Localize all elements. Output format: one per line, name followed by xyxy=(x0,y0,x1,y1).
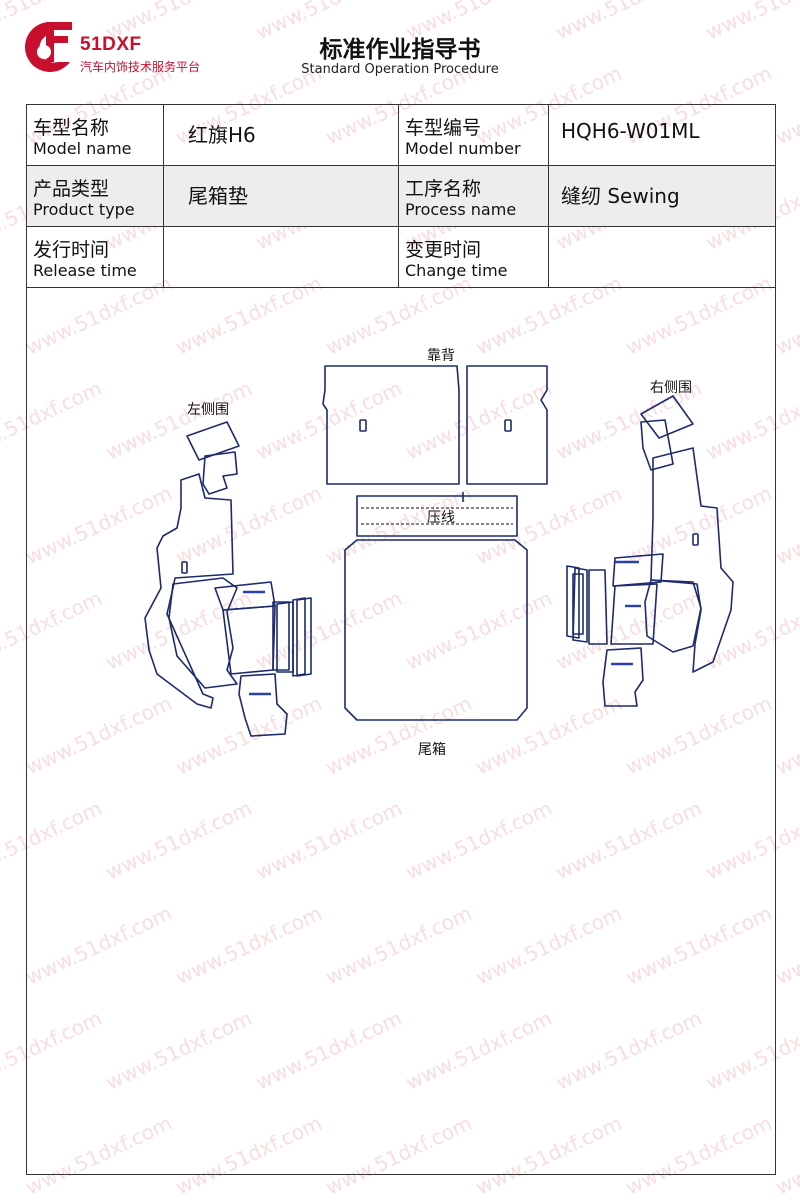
label-left-side: 左侧围 xyxy=(187,402,229,418)
left-insert-panel xyxy=(272,601,290,671)
info-row-model: 车型名称 Model name 红旗H6 车型编号 Model number H… xyxy=(26,104,776,166)
right-strip-2 xyxy=(566,565,580,639)
info-row-time: 发行时间 Release time 变更时间 Change time xyxy=(26,226,776,288)
right-strip-1 xyxy=(572,567,588,643)
release-time-value xyxy=(164,227,398,241)
label-zh: 产品类型 xyxy=(33,178,110,200)
left-inner-panel xyxy=(222,605,276,675)
label-en: Model name xyxy=(33,139,132,158)
brand-logo-icon xyxy=(25,22,72,72)
left-main-panel xyxy=(144,473,234,709)
label-zh: 发行时间 xyxy=(33,239,110,261)
right-mid-panel xyxy=(612,553,664,587)
label-zh: 车型编号 xyxy=(405,117,482,139)
watermark-text: www.51dxf.com xyxy=(772,1111,800,1200)
change-time-value xyxy=(549,227,775,241)
label-right-side: 右侧围 xyxy=(650,380,692,396)
backrest-right-slot xyxy=(504,419,512,432)
label-zh: 工序名称 xyxy=(405,178,482,200)
label-cell-release-time: 发行时间 Release time xyxy=(26,226,164,288)
right-side-trim xyxy=(566,395,734,707)
label-trunk: 尾箱 xyxy=(418,742,446,758)
label-stitch-line: 压线 xyxy=(427,510,455,526)
right-insert-panel xyxy=(588,569,608,645)
left-marks xyxy=(243,590,271,696)
process-name-value: 缝纫 Sewing xyxy=(561,184,680,208)
label-cell-product-type: 产品类型 Product type xyxy=(26,165,164,227)
right-bottom-piece xyxy=(602,647,644,707)
label-zh: 车型名称 xyxy=(33,117,110,139)
label-cell-process-name: 工序名称 Process name xyxy=(398,165,549,227)
right-piece-top xyxy=(640,395,694,439)
label-en: Process name xyxy=(405,200,517,219)
left-big-panel xyxy=(168,577,238,689)
info-table: 车型名称 Model name 红旗H6 车型编号 Model number H… xyxy=(26,104,776,288)
pattern-drawing: 靠背 左侧围 右侧围 压线 尾箱 xyxy=(144,348,734,758)
left-bottom-piece xyxy=(238,673,288,737)
left-strip-3 xyxy=(296,597,312,677)
drawing-frame: 靠背 左侧围 右侧围 压线 尾箱 xyxy=(26,288,776,1175)
label-zh: 变更时间 xyxy=(405,239,482,261)
watermark-text: www.51dxf.com xyxy=(772,481,800,570)
value-cell-change-time xyxy=(548,226,776,288)
backrest-right-panel xyxy=(466,365,548,485)
right-panel-slot xyxy=(692,533,699,546)
brand-name: 51DXF xyxy=(80,34,142,55)
value-cell-product-type: 尾箱垫 xyxy=(163,165,399,227)
right-strip-3 xyxy=(572,573,584,635)
document-title: 标准作业指导书 xyxy=(319,37,481,63)
label-cell-change-time: 变更时间 Change time xyxy=(398,226,549,288)
left-piece-bracket xyxy=(202,451,238,495)
label-en: Product type xyxy=(33,200,135,219)
right-piece-bracket xyxy=(640,419,674,471)
watermark-text: www.51dxf.com xyxy=(772,691,800,780)
label-cell-model-number: 车型编号 Model number xyxy=(398,104,549,166)
label-en: Change time xyxy=(405,261,508,280)
product-type-value: 尾箱垫 xyxy=(188,184,248,208)
value-cell-model-name: 红旗H6 xyxy=(163,104,399,166)
backrest-left-panel xyxy=(322,365,460,485)
model-name-value: 红旗H6 xyxy=(188,123,256,147)
left-strip-1 xyxy=(276,601,294,673)
info-row-product: 产品类型 Product type 尾箱垫 工序名称 Process name … xyxy=(26,165,776,227)
document-subtitle: Standard Operation Procedure xyxy=(301,62,499,77)
trunk-mat xyxy=(344,539,528,721)
label-backrest: 靠背 xyxy=(427,348,455,364)
label-en: Model number xyxy=(405,139,521,158)
left-panel-slot xyxy=(181,561,188,574)
left-piece-top xyxy=(186,421,240,461)
brand-subtitle: 汽车内饰技术服务平台 xyxy=(80,60,201,74)
model-number-value: HQH6-W01ML xyxy=(561,119,700,143)
value-cell-release-time xyxy=(163,226,399,288)
label-en: Release time xyxy=(33,261,137,280)
left-mid-panel xyxy=(214,581,276,611)
right-big-panel xyxy=(644,579,702,653)
right-marks xyxy=(611,560,641,666)
label-cell-model-name: 车型名称 Model name xyxy=(26,104,164,166)
backrest-left-slot xyxy=(359,419,367,432)
left-side-trim xyxy=(144,421,312,737)
value-cell-process-name: 缝纫 Sewing xyxy=(548,165,776,227)
watermark-text: www.51dxf.com xyxy=(772,271,800,360)
watermark-text: www.51dxf.com xyxy=(772,901,800,990)
value-cell-model-number: HQH6-W01ML xyxy=(548,104,776,166)
right-inner-panel xyxy=(610,583,658,645)
left-strip-2 xyxy=(292,597,306,677)
